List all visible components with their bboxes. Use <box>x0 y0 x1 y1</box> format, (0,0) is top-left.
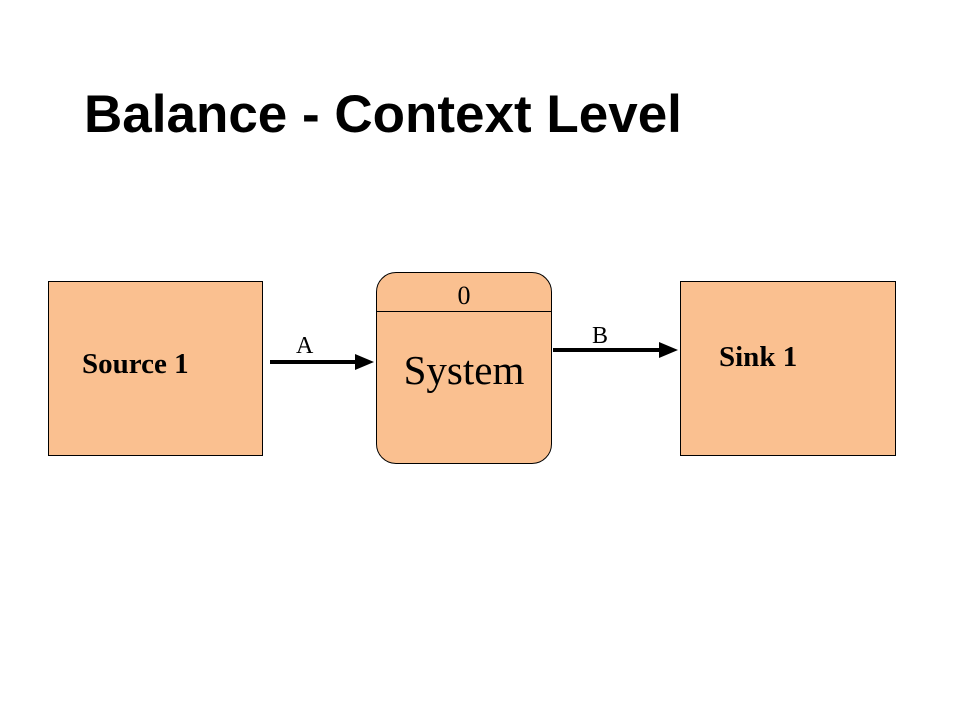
source-entity-box: Source 1 <box>48 281 263 456</box>
sink-entity-label: Sink 1 <box>719 341 798 373</box>
flow-a-arrow <box>270 354 374 370</box>
flow-b-arrow <box>553 342 678 358</box>
sink-entity-box: Sink 1 <box>680 281 896 456</box>
source-entity-label: Source 1 <box>82 348 189 380</box>
process-id: 0 <box>377 273 551 312</box>
slide-title: Balance - Context Level <box>84 85 682 144</box>
process-name: System <box>403 347 525 393</box>
system-process-box: 0 System <box>376 272 552 464</box>
flow-a-label: A <box>296 333 314 359</box>
flow-b-label: B <box>592 323 609 349</box>
